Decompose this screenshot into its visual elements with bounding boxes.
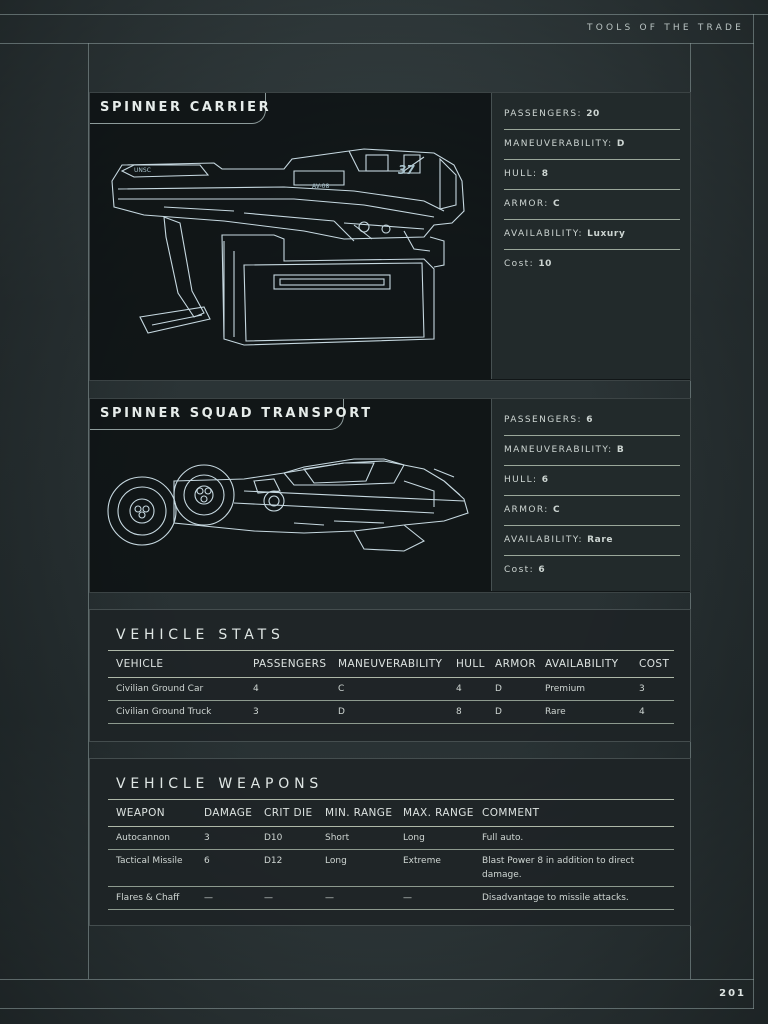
frame-inner-left-line [88, 43, 89, 979]
stat-passengers: PASSENGERS: 6 [504, 405, 680, 436]
table-cell: Premium [537, 677, 631, 701]
blueprint-mark-37: 37 [398, 163, 415, 177]
section-title-vehicle-stats: VEHICLE STATS [116, 627, 285, 643]
page-number: 201 [719, 988, 746, 999]
column-header: COMMENT [474, 799, 674, 827]
column-header: VEHICLE [108, 650, 245, 678]
column-header: WEAPON [108, 799, 196, 827]
vehicle-stats-section: VEHICLE STATS VEHICLE PASSENGERS MANEUVE… [89, 609, 691, 742]
table-cell: Civilian Ground Truck [108, 700, 245, 724]
column-header: PASSENGERS [245, 650, 330, 678]
table-cell: D [487, 677, 537, 701]
table-cell: Civilian Ground Car [108, 677, 245, 701]
blueprint-mark-av08: AV-08 [312, 183, 330, 190]
table-cell: D [487, 700, 537, 724]
vehicle-stats-panel: PASSENGERS: 20 MANEUVERABILITY: D HULL: … [491, 93, 690, 379]
table-row: Autocannon 3 D10 Short Long Full auto. [108, 826, 674, 850]
vehicle-weapons-section: VEHICLE WEAPONS WEAPON DAMAGE CRIT DIE M… [89, 758, 691, 926]
blueprint-mark-unsc: UNSC [134, 167, 151, 174]
stat-availability: AVAILABILITY: Rare [504, 525, 680, 556]
table-cell: — [196, 886, 256, 910]
section-header: TOOLS OF THE TRADE [587, 23, 744, 33]
table-cell: D10 [256, 826, 317, 850]
table-cell: — [395, 886, 474, 910]
table-cell: Flares & Chaff [108, 886, 196, 910]
table-cell: D [330, 700, 448, 724]
vehicle-title: SPINNER CARRIER [100, 100, 272, 115]
column-header: MAX. RANGE [395, 799, 474, 827]
frame-header-line [0, 43, 754, 44]
column-header: MIN. RANGE [317, 799, 395, 827]
stat-armor: ARMOR: C [504, 495, 680, 526]
stat-hull: HULL: 8 [504, 159, 680, 190]
table-cell: 4 [448, 677, 487, 701]
frame-footer-line [0, 979, 754, 980]
vehicle-card-spinner-carrier: SPINNER CARRIER 37 UNSC AV-08 PASSENGER [89, 92, 691, 381]
stat-armor: ARMOR: C [504, 189, 680, 220]
table-cell: Full auto. [474, 826, 674, 850]
stat-maneuverability: MANEUVERABILITY: B [504, 435, 680, 466]
vehicle-stats-panel: PASSENGERS: 6 MANEUVERABILITY: B HULL: 6… [491, 399, 690, 591]
table-cell: 6 [196, 849, 256, 887]
table-cell: Long [317, 849, 395, 887]
column-header: DAMAGE [196, 799, 256, 827]
vehicle-weapons-table: WEAPON DAMAGE CRIT DIE MIN. RANGE MAX. R… [108, 799, 674, 910]
table-cell: D12 [256, 849, 317, 887]
table-cell: 4 [631, 700, 674, 724]
frame-bottom-line [0, 1008, 754, 1009]
stat-cost: Cost: 6 [504, 565, 546, 575]
table-cell: Autocannon [108, 826, 196, 850]
table-cell: Short [317, 826, 395, 850]
frame-top-line [0, 14, 768, 15]
table-cell: Long [395, 826, 474, 850]
table-cell: Tactical Missile [108, 849, 196, 887]
vehicle-title: SPINNER SQUAD TRANSPORT [100, 406, 373, 421]
table-cell: — [256, 886, 317, 910]
stat-passengers: PASSENGERS: 20 [504, 99, 680, 130]
column-header: ARMOR [487, 650, 537, 678]
table-row: Civilian Ground Car 4 C 4 D Premium 3 [108, 677, 674, 701]
table-cell: Disadvantage to missile attacks. [474, 886, 674, 910]
section-title-vehicle-weapons: VEHICLE WEAPONS [116, 776, 324, 792]
table-cell: 3 [245, 700, 330, 724]
table-row: Flares & Chaff — — — — Disadvantage to m… [108, 886, 674, 910]
table-row: Civilian Ground Truck 3 D 8 D Rare 4 [108, 700, 674, 724]
column-header: AVAILABILITY [537, 650, 631, 678]
frame-right-line [753, 14, 754, 1009]
table-cell: Blast Power 8 in addition to direct dama… [474, 849, 674, 887]
stat-cost: Cost: 10 [504, 259, 553, 269]
table-cell: 3 [196, 826, 256, 850]
stat-hull: HULL: 6 [504, 465, 680, 496]
table-cell: Extreme [395, 849, 474, 887]
table-cell: C [330, 677, 448, 701]
table-cell: 4 [245, 677, 330, 701]
column-header: COST [631, 650, 674, 678]
table-cell: — [317, 886, 395, 910]
stat-maneuverability: MANEUVERABILITY: D [504, 129, 680, 160]
table-header-row: VEHICLE PASSENGERS MANEUVERABILITY HULL … [108, 650, 674, 678]
column-header: CRIT DIE [256, 799, 317, 827]
vehicle-card-spinner-squad-transport: SPINNER SQUAD TRANSPORT PASSENGERS: 6 MA… [89, 398, 691, 593]
table-cell: 3 [631, 677, 674, 701]
table-cell: Rare [537, 700, 631, 724]
spinner-carrier-blueprint [111, 148, 465, 346]
vehicle-stats-table: VEHICLE PASSENGERS MANEUVERABILITY HULL … [108, 650, 674, 724]
table-row: Tactical Missile 6 D12 Long Extreme Blas… [108, 849, 674, 887]
column-header: MANEUVERABILITY [330, 650, 448, 678]
table-cell: 8 [448, 700, 487, 724]
column-header: HULL [448, 650, 487, 678]
spinner-squad-transport-blueprint [107, 458, 469, 552]
table-header-row: WEAPON DAMAGE CRIT DIE MIN. RANGE MAX. R… [108, 799, 674, 827]
stat-availability: AVAILABILITY: Luxury [504, 219, 680, 250]
